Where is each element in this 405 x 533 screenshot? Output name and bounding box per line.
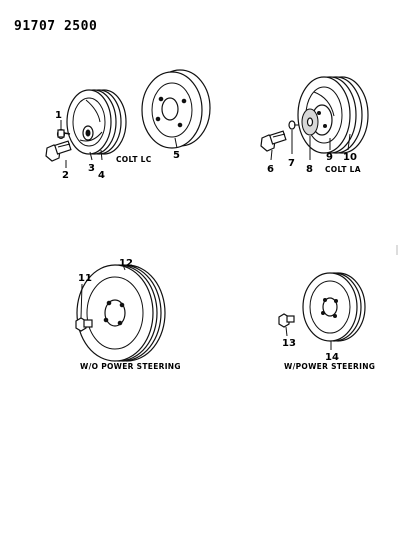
callout-2: 2 (62, 170, 69, 181)
callout-10: 10 (343, 152, 357, 163)
callout-8: 8 (306, 164, 313, 175)
caption-colt-lc: COLT LC (116, 155, 152, 164)
caption-wo-power-steering: W/O POWER STEERING (80, 362, 181, 371)
pulley-icon (76, 264, 166, 362)
callout-7: 7 (288, 158, 295, 169)
callout-12: 12 (119, 258, 133, 269)
callout-13: 13 (282, 338, 296, 349)
callout-1: 1 (55, 110, 62, 121)
washer-icon (288, 120, 299, 130)
callout-9: 9 (326, 152, 333, 163)
pulley-icon (141, 69, 211, 149)
callout-11: 11 (78, 273, 92, 284)
callout-6: 6 (267, 164, 274, 175)
bolt-icon (278, 313, 295, 328)
pulley-hub-icon (82, 125, 94, 141)
callout-3: 3 (88, 163, 95, 174)
caption-w-power-steering: W/POWER STEERING (284, 362, 375, 371)
bolt-icon (260, 130, 287, 152)
crankshaft-pulley-icon (66, 89, 127, 155)
pulley-icon (302, 272, 366, 342)
callout-14: 14 (325, 352, 339, 363)
callout-4: 4 (98, 170, 105, 181)
bolt-icon (45, 140, 72, 162)
hub-plate-icon (301, 108, 319, 136)
callout-5: 5 (173, 150, 180, 161)
caption-colt-la: COLT LA (325, 165, 361, 174)
diagram-code: 91707 2500 (14, 19, 97, 34)
